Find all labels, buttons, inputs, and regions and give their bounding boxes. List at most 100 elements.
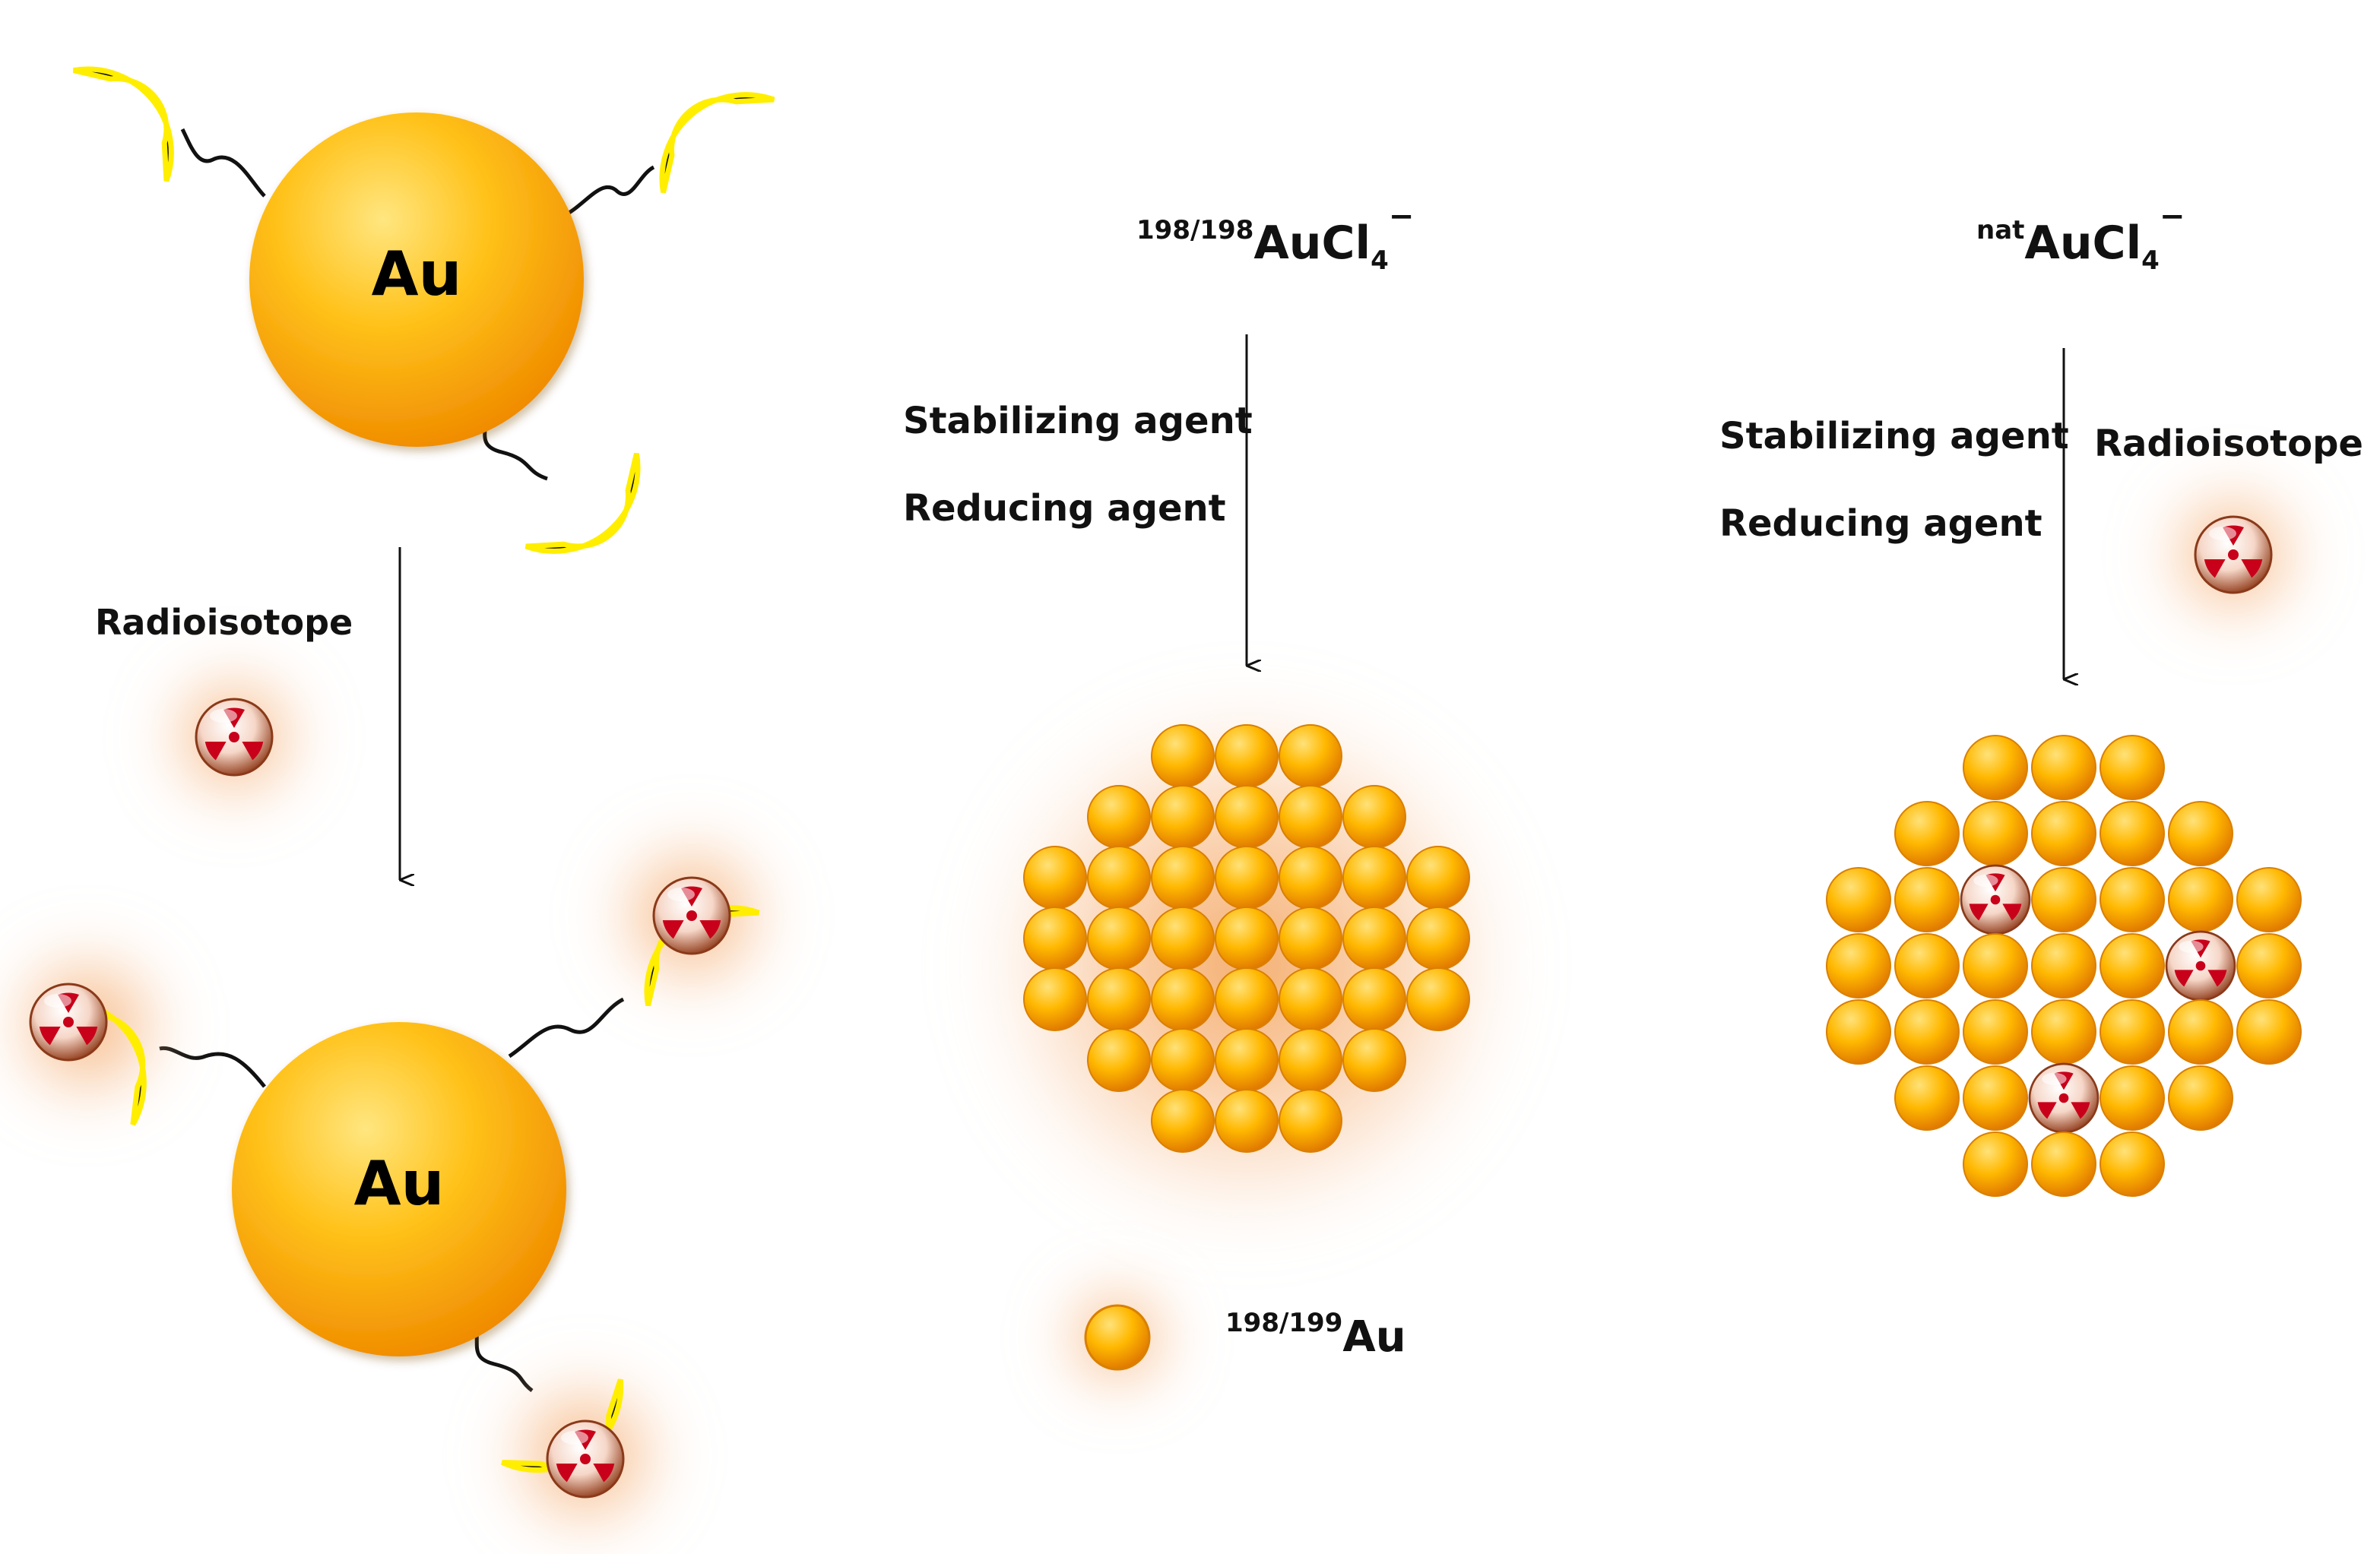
- radiation-icon: [546, 1419, 625, 1499]
- radiation-icon: [1960, 864, 2031, 935]
- radiation-icon: [652, 876, 731, 955]
- gold-atom: [1279, 785, 1342, 849]
- gold-atom: [2168, 867, 2233, 932]
- gold-atom: [2100, 1065, 2165, 1131]
- stabilizing-agent-label-right: Stabilizing agent: [1719, 415, 2069, 457]
- loaded-chelator-bottom: [494, 1364, 677, 1546]
- gold-atom: [2168, 999, 2233, 1065]
- gold-atom: [1215, 967, 1279, 1031]
- gold-atom: [1342, 907, 1406, 970]
- gold-atom: [1215, 1028, 1279, 1092]
- gold-atom: [2236, 933, 2302, 999]
- gold-atom: [1279, 967, 1342, 1031]
- gold-atom: [2031, 801, 2096, 866]
- gold-atom: [1215, 724, 1279, 788]
- gold-atom: [1342, 785, 1406, 849]
- gold-atom: [1963, 933, 2028, 999]
- radioisotope-free-left: [154, 657, 314, 817]
- gold-atom: [2100, 999, 2165, 1065]
- stabilizing-agent-label-middle: Stabilizing agent: [903, 400, 1253, 442]
- gold-atom: [2031, 1131, 2096, 1197]
- au-nanoparticle-top: Au: [74, 41, 774, 581]
- linker-top-right: [561, 165, 655, 219]
- precursor-formula-middle: 198/198AuCl4−: [1136, 199, 1414, 276]
- gold-atom: [1215, 907, 1279, 970]
- gold-atom: [1087, 967, 1151, 1031]
- radiation-icon: [195, 698, 274, 777]
- gold-atom: [1894, 933, 1960, 999]
- radiation-icon: [2194, 515, 2273, 594]
- gold-atom: [1894, 999, 1960, 1065]
- gold-atom: [1279, 1028, 1342, 1092]
- gold-atom: [1279, 846, 1342, 910]
- reducing-agent-label-right: Reducing agent: [1719, 502, 2042, 545]
- core-label-bottom: Au: [354, 1148, 445, 1219]
- gold-atom: [2236, 999, 2302, 1065]
- gold-atom: [1342, 1028, 1406, 1092]
- gold-atom: [1151, 1089, 1215, 1153]
- au-nanoparticle-bottom: Au: [0, 824, 783, 1546]
- gold-atom: [2031, 867, 2096, 932]
- gold-atom: [2236, 867, 2302, 932]
- gold-atom-lattice: [1826, 735, 2302, 1197]
- radioactive-gold-cluster: [965, 684, 1528, 1246]
- loaded-chelator-left: [0, 935, 179, 1125]
- panel-right-doping-synthesis: natAuCl4− Stabilizing agent Reducing age…: [1719, 199, 2363, 1197]
- chelator-icon: [526, 454, 666, 581]
- gold-atom: [1151, 967, 1215, 1031]
- chelator-icon: [634, 65, 774, 192]
- gold-atom: [1963, 1131, 2028, 1197]
- gold-atom: [1894, 801, 1960, 866]
- core-label-top: Au: [372, 239, 462, 309]
- gold-atom: [1406, 907, 1470, 970]
- gold-atom: [2100, 867, 2165, 932]
- gold-atom: [1023, 846, 1087, 910]
- gold-atom: [1279, 907, 1342, 970]
- gold-atom: [2168, 801, 2233, 866]
- legend-label: 198/199Au: [1225, 1308, 1406, 1362]
- gold-atom: [2100, 735, 2165, 800]
- gold-atom: [1215, 785, 1279, 849]
- gold-atom: [2168, 1065, 2233, 1131]
- gold-atom: [1279, 1089, 1342, 1153]
- gold-atom: [1215, 846, 1279, 910]
- radioisotope-free-right: [2153, 475, 2313, 635]
- gold-atom: [1151, 907, 1215, 970]
- gold-atom: [1963, 735, 2028, 800]
- gold-atom-lattice: [1023, 724, 1470, 1153]
- gold-atom: [1894, 1065, 1960, 1131]
- gold-atom: [1087, 846, 1151, 910]
- gold-atom: [1087, 785, 1151, 849]
- gold-atom: [1963, 999, 2028, 1065]
- radioisotope-label-right: Radioisotope: [2094, 423, 2363, 465]
- radiation-icon: [29, 983, 108, 1062]
- radiation-icon: [2165, 930, 2236, 1002]
- reducing-agent-label-middle: Reducing agent: [903, 487, 1226, 530]
- gold-atom: [1279, 724, 1342, 788]
- gold-atom: [1894, 867, 1960, 932]
- legend-radioactive-gold: 198/199Au: [1053, 1273, 1406, 1402]
- gold-core: [249, 112, 584, 447]
- gold-atom: [1023, 907, 1087, 970]
- radiation-icon: [2028, 1062, 2100, 1134]
- gold-atom: [1406, 846, 1470, 910]
- gold-atom: [2100, 801, 2165, 866]
- precursor-formula-right: natAuCl4−: [1976, 199, 2185, 276]
- gold-atom: [1826, 933, 1891, 999]
- gold-atom: [1151, 846, 1215, 910]
- gold-atom: [1151, 785, 1215, 849]
- gold-atom: [1826, 867, 1891, 932]
- gold-atom: [1963, 801, 2028, 866]
- gold-core: [232, 1022, 566, 1356]
- doped-gold-cluster: [1826, 735, 2302, 1197]
- gold-atom: [2100, 933, 2165, 999]
- gold-atom: [1087, 907, 1151, 970]
- loaded-chelator-right: [601, 824, 783, 1007]
- gold-atom: [1151, 1028, 1215, 1092]
- gold-atom: [1342, 967, 1406, 1031]
- gold-atom: [1023, 967, 1087, 1031]
- gold-atom: [2031, 933, 2096, 999]
- gold-atom: [2100, 1131, 2165, 1197]
- chelator-icon: [74, 41, 201, 181]
